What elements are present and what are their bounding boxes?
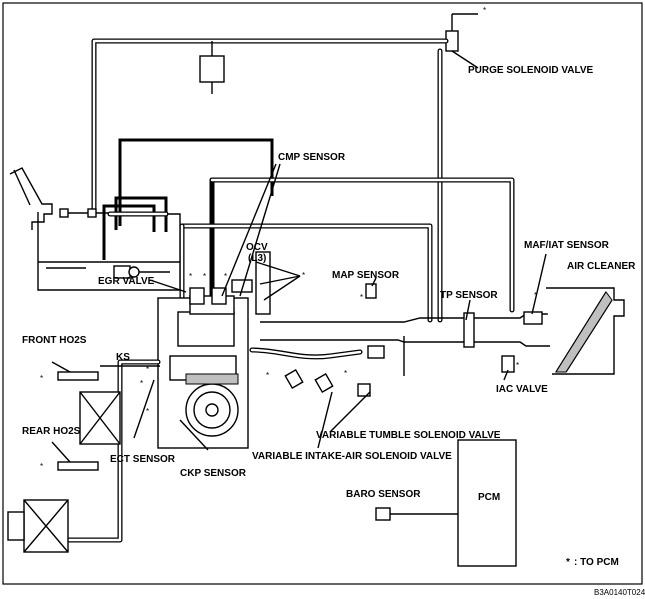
frame: [2, 2, 643, 585]
map-sensor-part: [365, 283, 377, 299]
svg-text:*: *: [40, 374, 43, 383]
label-front-ho2s: FRONT HO2S: [22, 335, 87, 346]
label-ckp-sensor: CKP SENSOR: [180, 468, 247, 479]
label-rear-ho2s: REAR HO2S: [22, 426, 81, 437]
svg-text:*: *: [360, 293, 363, 302]
canister-part: [199, 41, 225, 94]
baro-sensor-part: [375, 507, 391, 521]
iac-valve-part: [501, 355, 515, 373]
front-ho2s-part: [57, 371, 99, 381]
svg-text:*: *: [146, 365, 149, 374]
label-ect-sensor: ECT SENSOR: [110, 454, 176, 465]
svg-text:*: *: [534, 291, 537, 300]
legend-marker: *: [566, 557, 570, 568]
purge-solenoid-valve-part: [445, 13, 478, 52]
svg-text:*: *: [344, 369, 347, 378]
svg-text:*: *: [224, 272, 227, 281]
label-purge-solenoid-valve: PURGE SOLENOID VALVE: [468, 65, 594, 76]
svg-text:*: *: [189, 272, 192, 281]
legend-text: : TO PCM: [574, 557, 619, 568]
svg-text:*: *: [516, 361, 519, 370]
label-iac-valve: IAC VALVE: [496, 384, 548, 395]
label-ocv: OCV: [246, 242, 268, 253]
rear-ho2s-part: [57, 461, 99, 471]
maf-iat-sensor-part: [523, 311, 543, 325]
exhaust-system: [7, 359, 161, 553]
label-variable-tumble-solenoid-valve: VARIABLE TUMBLE SOLENOID VALVE: [316, 430, 501, 441]
label-maf-iat-sensor: MAF/IAT SENSOR: [524, 240, 610, 251]
leader-lines: [51, 50, 547, 463]
svg-text:*: *: [140, 379, 143, 388]
egr-valve-part: [189, 287, 227, 305]
fuel-line-1: [118, 138, 274, 226]
pcm-box: [457, 439, 517, 567]
svg-text:*: *: [483, 6, 486, 15]
label-ks: KS: [116, 352, 130, 363]
label-pcm: PCM: [478, 492, 500, 503]
svg-text:*: *: [40, 462, 43, 471]
svg-text:*: *: [266, 371, 269, 380]
label-map-sensor: MAP SENSOR: [332, 270, 400, 281]
svg-text:*: *: [302, 271, 305, 280]
svg-text:*: *: [203, 272, 206, 281]
label-ocv-sub: (L3): [248, 253, 266, 264]
fuel-tank: [9, 167, 181, 291]
label-egr-valve: EGR VALVE: [98, 276, 155, 287]
engine-block: [157, 295, 249, 449]
svg-text:*: *: [146, 407, 149, 416]
air-cleaner-part: [523, 287, 625, 375]
label-air-cleaner: AIR CLEANER: [567, 261, 636, 272]
label-variable-intake-air-solenoid-valve: VARIABLE INTAKE-AIR SOLENOID VALVE: [252, 451, 452, 462]
label-cmp-sensor: CMP SENSOR: [278, 152, 346, 163]
throttle-body: [463, 312, 475, 348]
purge-hose-top: [91, 38, 449, 213]
figure-code: B3A0140T024: [594, 588, 645, 597]
pcm-markers: * * * * * * * * * * * * * * *: [40, 6, 537, 471]
label-baro-sensor: BARO SENSOR: [346, 489, 421, 500]
solenoid-block: [367, 345, 385, 359]
label-tp-sensor: TP SENSOR: [440, 290, 498, 301]
